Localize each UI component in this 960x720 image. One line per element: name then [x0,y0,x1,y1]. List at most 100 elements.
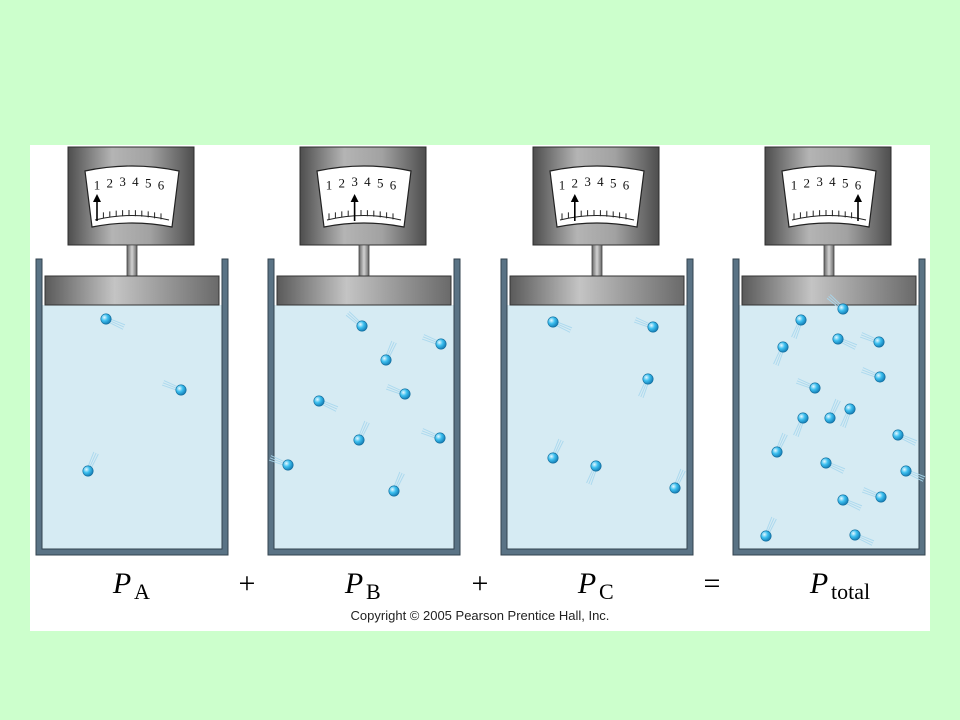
plus-sign: + [239,567,256,600]
plus-sign: + [472,567,489,600]
molecule-trail [910,470,926,478]
molecule-trail [109,321,124,330]
molecule-trail [420,432,436,439]
gas-molecule [353,434,365,446]
gauge-face [781,165,877,228]
molecule-trail [387,384,402,392]
molecule-trail [588,469,595,485]
gauge-scale-number: 2 [804,175,811,190]
molecule-trail [860,334,876,341]
pressure-subscript-a: A [134,579,150,604]
gas-molecule [849,529,861,541]
pressure-label-total: P [809,567,828,600]
gas-molecule [175,384,187,396]
molecule-trail [829,465,844,474]
gauge-needle-tip [350,194,359,202]
molecule-trail [832,400,841,415]
gas-molecule [380,354,392,366]
molecule-trail [386,386,402,393]
gauge-face [84,165,180,228]
gas-molecule [777,341,789,353]
piston-rod [591,244,603,277]
gauge-arc [791,215,867,221]
piston [44,275,220,306]
molecule-trail [862,367,877,375]
gas-region [739,305,919,549]
molecule-trail [633,321,649,328]
molecule-trail [387,341,395,357]
equals-sign: = [704,567,721,600]
molecule-trail [902,434,918,442]
molecule-trail [635,317,650,325]
molecule-trail [270,455,285,463]
molecule-trail [268,459,284,466]
gas-molecule [809,382,821,394]
molecule-trail [421,338,437,345]
gauge-scale-number: 3 [351,174,358,189]
gauge-scale-number: 6 [623,178,630,193]
molecule-trail [676,469,684,485]
gas-molecule [642,373,654,385]
gas-region [274,305,454,549]
container-wall [732,258,926,556]
molecule-trail [421,430,437,437]
gauge-scale-number: 6 [855,178,862,193]
gas-molecule [282,459,294,471]
molecule-trail [858,537,873,546]
molecule-trail [829,464,845,472]
gas-molecule [824,412,836,424]
molecule-trail [793,323,800,339]
molecule-trail [590,470,597,486]
molecule-trail [768,518,777,533]
molecule-trail [89,452,97,468]
gas-molecule [100,313,112,325]
molecule-trail [87,451,95,467]
molecule-trail [828,296,841,307]
molecule-trail [388,342,397,357]
gas-molecule [874,371,886,383]
gas-molecule [832,333,844,345]
gauge-needle-tip [570,194,579,202]
gas-molecule [875,491,887,503]
gauge-scale-number: 5 [610,175,617,190]
molecule-trail [909,473,924,482]
gauge-arc [94,215,170,221]
molecule-trail [791,323,799,338]
gauge-scale-number: 5 [145,175,152,190]
molecule-trail [634,319,650,326]
molecule-trail [348,311,361,323]
molecule-trail [161,384,177,391]
molecule-trail [901,436,917,444]
gauge-scale-number: 4 [132,174,139,189]
piston [509,275,685,306]
molecule-trail [269,457,285,464]
molecule-trail [861,369,877,376]
molecule-trail [423,334,438,342]
molecule-trail [385,340,393,356]
molecule-trail [765,516,773,532]
molecule-trail [795,382,811,389]
gauge-scale-number: 3 [119,174,126,189]
molecule-trail [793,421,801,436]
pressure-label-c: P [577,567,596,600]
gas-molecule [356,320,368,332]
gas-molecule [547,452,559,464]
molecule-trail [110,318,126,326]
gauge-arc [559,215,635,221]
molecule-trail [840,412,848,427]
piston [276,275,452,306]
gas-molecule [820,457,832,469]
gas-molecule [399,388,411,400]
molecule-trail [773,350,781,365]
molecule-trail [554,439,562,455]
molecule-trail [557,321,573,329]
molecule-trail [846,501,862,509]
molecule-trail [358,420,366,436]
gas-molecule [771,446,783,458]
gas-molecule [590,460,602,472]
molecule-trail [360,421,368,437]
molecule-trail [797,378,812,386]
